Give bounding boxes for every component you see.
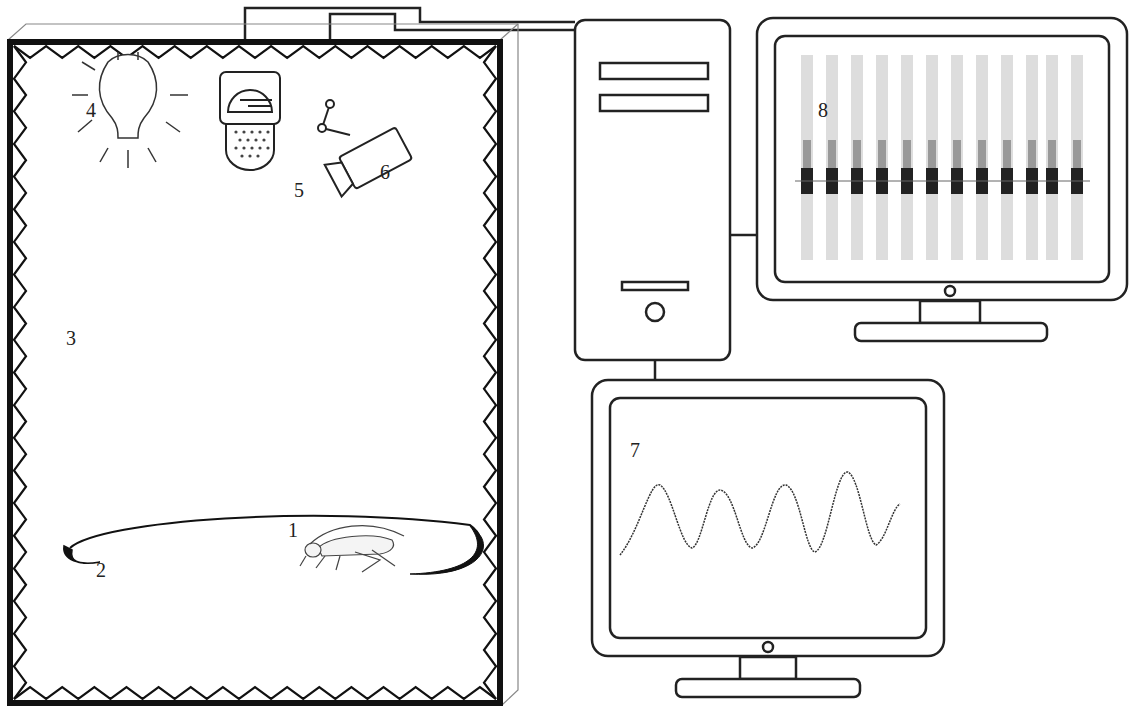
- monitor: [757, 18, 1127, 341]
- callout-number: 3: [66, 328, 76, 348]
- callout-number: 6: [380, 162, 390, 182]
- camera: [318, 100, 412, 197]
- callout-number: 2: [96, 560, 106, 580]
- cricket: [300, 526, 404, 572]
- cage: [64, 516, 484, 575]
- computer-tower: [575, 20, 730, 360]
- callout-number: 5: [294, 180, 304, 200]
- waveform: [620, 472, 900, 555]
- monitor: [592, 380, 944, 697]
- callout-number: 7: [630, 440, 640, 460]
- spectrogram: [795, 55, 1090, 260]
- callout-number: 8: [818, 100, 828, 120]
- sound-absorber: [14, 46, 496, 699]
- callout-number: 1: [288, 520, 298, 540]
- microphone: [220, 72, 280, 170]
- chamber-box: [8, 24, 518, 705]
- chamber-wall: [10, 42, 500, 703]
- callout-number: 4: [86, 100, 96, 120]
- lamp: [72, 52, 188, 168]
